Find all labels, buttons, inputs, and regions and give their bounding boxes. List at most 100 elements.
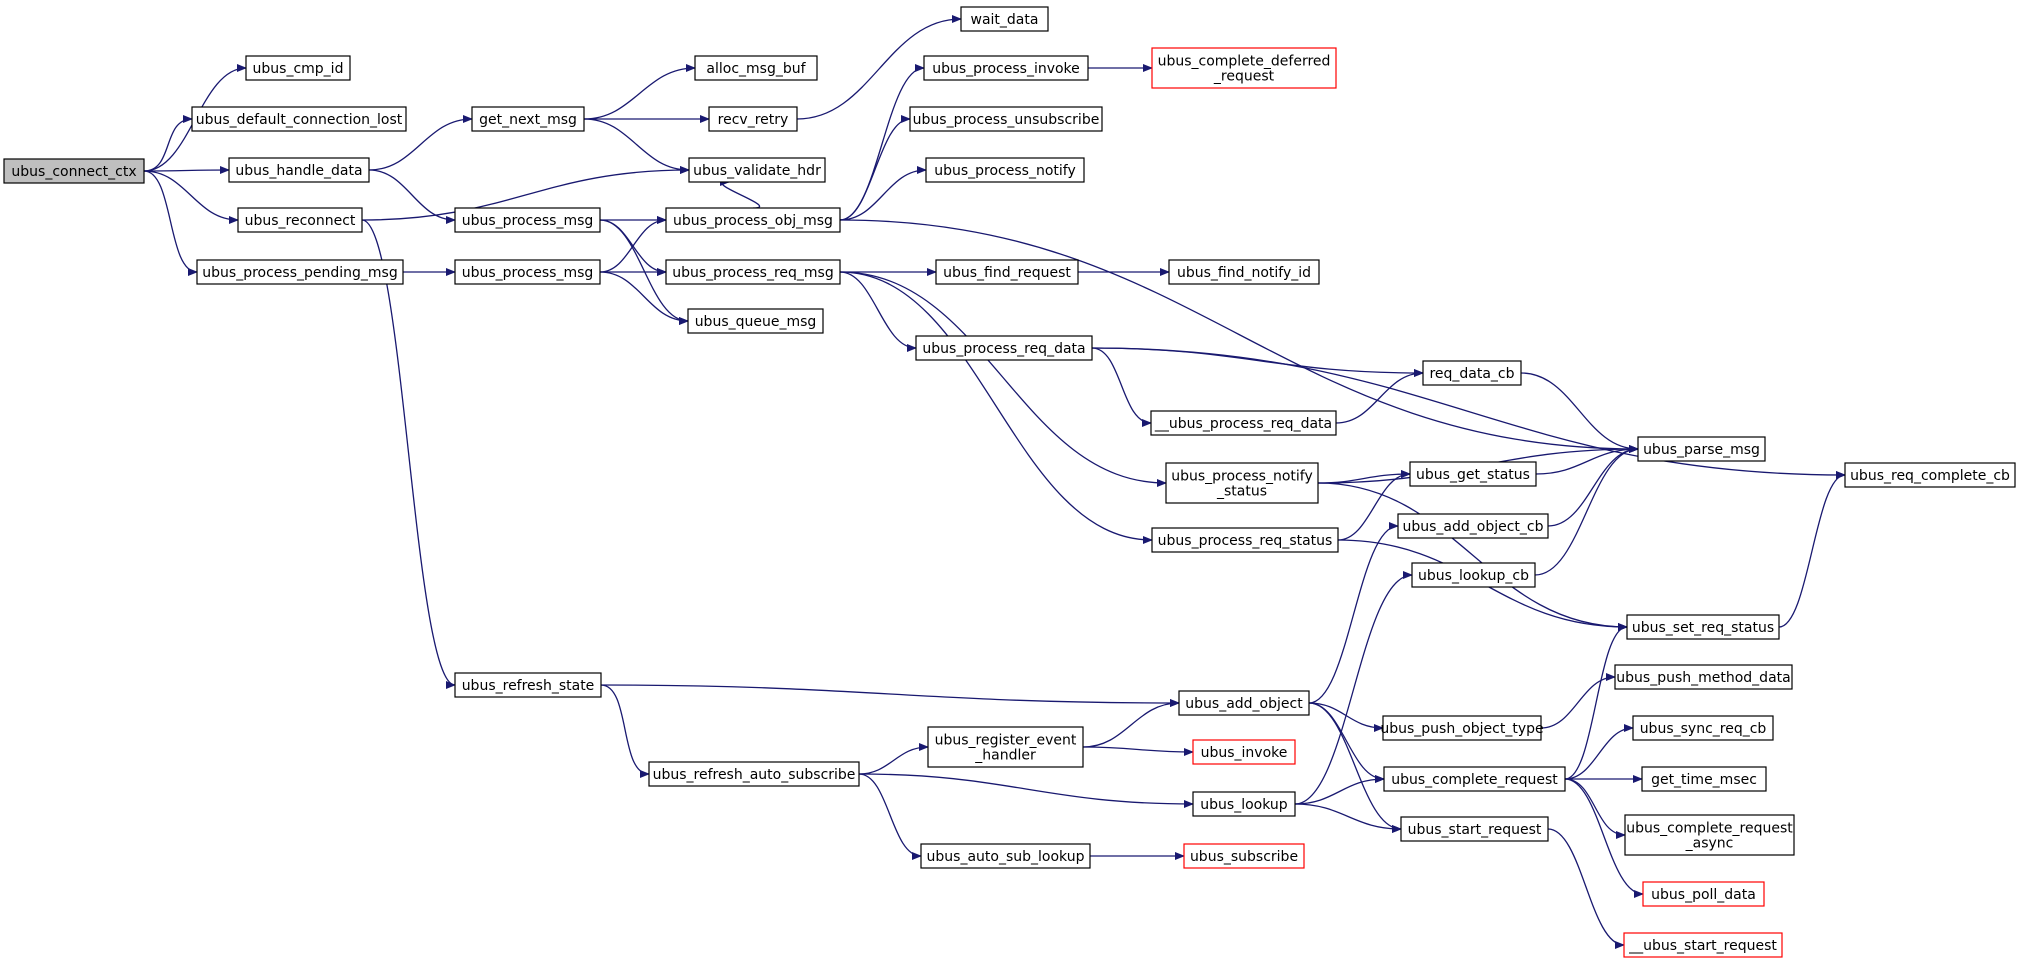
node-process_req_status[interactable]: ubus_process_req_status (1151, 527, 1339, 553)
node-process_msg_2[interactable]: ubus_process_msg (454, 259, 601, 285)
node-label-req_complete_cb-0: ubus_req_complete_cb (1850, 468, 2010, 484)
node-box-complete_request (1383, 766, 1566, 792)
node-label-process_msg_1-0: ubus_process_msg (462, 213, 594, 229)
node-find_notify_id[interactable]: ubus_find_notify_id (1168, 259, 1320, 285)
edge-root-to-handle_data (143, 166, 230, 175)
edge-root-to-reconnect (143, 170, 239, 224)
node-box-process_msg_2 (454, 259, 601, 285)
node-box-set_req_status (1626, 614, 1780, 640)
node-handle_data[interactable]: ubus_handle_data (228, 157, 370, 183)
node-box-root (3, 158, 145, 184)
node-process_req_msg[interactable]: ubus_process_req_msg (665, 259, 841, 285)
node-process_obj_msg[interactable]: ubus_process_obj_msg (665, 207, 841, 233)
node-box-cmp_id (245, 55, 351, 81)
node-set_req_status[interactable]: ubus_set_req_status (1626, 614, 1780, 640)
node-box-complete_deferred (1151, 47, 1337, 89)
node-invoke[interactable]: ubus_invoke (1192, 739, 1296, 765)
node-label-process_notify_status-0: ubus_process_notify (1171, 469, 1313, 485)
node-box-__process_req_data (1150, 410, 1337, 436)
node-label-queue_msg-0: ubus_queue_msg (695, 314, 817, 330)
node-req_complete_cb[interactable]: ubus_req_complete_cb (1844, 462, 2016, 488)
node-default_conn_lost[interactable]: ubus_default_connection_lost (191, 106, 407, 132)
node-auto_sub_lookup[interactable]: ubus_auto_sub_lookup (920, 843, 1091, 869)
node-refresh_state[interactable]: ubus_refresh_state (454, 672, 602, 698)
node-lookup_cb[interactable]: ubus_lookup_cb (1411, 562, 1536, 588)
node-add_object[interactable]: ubus_add_object (1178, 690, 1310, 716)
node-label-alloc_msg_buf-0: alloc_msg_buf (706, 61, 806, 77)
node-complete_deferred[interactable]: ubus_complete_deferred_request (1151, 47, 1337, 89)
edge-process_obj_msg-to-validate_hdr (719, 178, 761, 209)
node-label-handle_data-0: ubus_handle_data (235, 163, 362, 179)
node-register_event[interactable]: ubus_register_event_handler (927, 726, 1084, 768)
node-complete_request[interactable]: ubus_complete_request (1383, 766, 1566, 792)
edges-layer (143, 15, 1846, 949)
node-box-process_req_status (1151, 527, 1339, 553)
edge-handle_data-to-process_msg_1 (368, 169, 456, 224)
node-label-refresh_state-0: ubus_refresh_state (462, 678, 595, 694)
node-box-register_event (927, 726, 1084, 768)
edge-process_msg_2-to-process_obj_msg (599, 216, 667, 273)
node-process_pending[interactable]: ubus_process_pending_msg (196, 259, 404, 285)
node-label-complete_deferred-0: ubus_complete_deferred (1158, 54, 1331, 70)
node-process_invoke[interactable]: ubus_process_invoke (923, 55, 1089, 81)
node-box-refresh_state (454, 672, 602, 698)
node-label-recv_retry-0: recv_retry (718, 112, 789, 128)
node-label-process_notify_status-1: _status (1216, 484, 1267, 500)
node-sync_req_cb[interactable]: ubus_sync_req_cb (1632, 715, 1774, 741)
node-box-auto_sub_lookup (920, 843, 1091, 869)
edge-process_msg_2-to-queue_msg (599, 271, 689, 325)
node-poll_data[interactable]: ubus_poll_data (1642, 881, 1765, 907)
node-label-refresh_auto_subscribe-0: ubus_refresh_auto_subscribe (653, 767, 856, 783)
edge-complete_request-to-poll_data (1564, 778, 1644, 898)
node-label-subscribe-0: ubus_subscribe (1190, 849, 1298, 865)
edge-process_req_data-to-__process_req_data (1091, 347, 1152, 427)
node-box-get_next_msg (471, 106, 585, 132)
node-push_object_type[interactable]: ubus_push_object_type (1380, 715, 1544, 741)
node-box-get_time_msec (1641, 766, 1767, 792)
node-refresh_auto_subscribe[interactable]: ubus_refresh_auto_subscribe (648, 761, 860, 787)
node-label-get_status-0: ubus_get_status (1416, 467, 1530, 483)
node-start_request[interactable]: ubus_start_request (1400, 816, 1549, 842)
node-label-complete_request_async-0: ubus_complete_request (1626, 821, 1793, 837)
node-add_object_cb[interactable]: ubus_add_object_cb (1397, 513, 1549, 539)
node-parse_msg[interactable]: ubus_parse_msg (1637, 436, 1766, 462)
edge-register_event-to-invoke (1082, 746, 1194, 756)
node-lookup[interactable]: ubus_lookup (1192, 791, 1296, 817)
node-process_msg_1[interactable]: ubus_process_msg (454, 207, 601, 233)
node-wait_data[interactable]: wait_data (960, 6, 1049, 32)
node-box-default_conn_lost (191, 106, 407, 132)
node-find_request[interactable]: ubus_find_request (935, 259, 1079, 285)
node-label-reconnect-0: ubus_reconnect (245, 213, 356, 229)
node-__start_request[interactable]: __ubus_start_request (1623, 932, 1783, 958)
edge-get_next_msg-to-validate_hdr (583, 118, 690, 174)
node-box-alloc_msg_buf (694, 55, 818, 81)
node-process_notify[interactable]: ubus_process_notify (925, 157, 1085, 183)
node-subscribe[interactable]: ubus_subscribe (1183, 843, 1305, 869)
node-__process_req_data[interactable]: __ubus_process_req_data (1150, 410, 1337, 436)
node-box-wait_data (960, 6, 1049, 32)
node-get_status[interactable]: ubus_get_status (1409, 461, 1537, 487)
node-process_notify_status[interactable]: ubus_process_notify_status (1165, 462, 1319, 504)
node-process_req_data[interactable]: ubus_process_req_data (915, 335, 1093, 361)
node-recv_retry[interactable]: recv_retry (708, 106, 798, 132)
edge-process_req_data-to-req_data_cb (1091, 347, 1424, 377)
node-req_data_cb[interactable]: req_data_cb (1422, 360, 1522, 386)
node-validate_hdr[interactable]: ubus_validate_hdr (688, 157, 826, 183)
node-box-add_object_cb (1397, 513, 1549, 539)
node-label-add_object_cb-0: ubus_add_object_cb (1402, 519, 1543, 535)
node-cmp_id[interactable]: ubus_cmp_id (245, 55, 351, 81)
node-get_time_msec[interactable]: get_time_msec (1641, 766, 1767, 792)
node-push_method_data[interactable]: ubus_push_method_data (1614, 664, 1793, 690)
edge-start_request-to-__start_request (1547, 828, 1625, 949)
edge-process_notify_status-to-set_req_status (1317, 482, 1628, 631)
node-alloc_msg_buf[interactable]: alloc_msg_buf (694, 55, 818, 81)
edge-root-to-default_conn_lost (143, 115, 193, 172)
node-box-process_invoke (923, 55, 1089, 81)
node-queue_msg[interactable]: ubus_queue_msg (687, 308, 824, 334)
node-complete_request_async[interactable]: ubus_complete_request_async (1624, 814, 1795, 856)
node-process_unsubscribe[interactable]: ubus_process_unsubscribe (909, 106, 1103, 132)
node-reconnect[interactable]: ubus_reconnect (237, 207, 363, 233)
edge-lookup-to-complete_request (1294, 775, 1385, 805)
node-label-process_obj_msg-0: ubus_process_obj_msg (673, 213, 833, 229)
node-get_next_msg[interactable]: get_next_msg (471, 106, 585, 132)
